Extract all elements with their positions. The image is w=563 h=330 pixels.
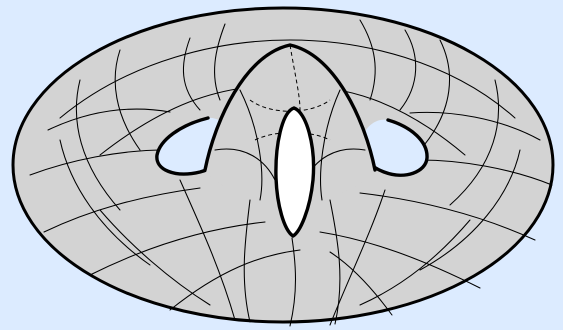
diagram-canvas [0,0,563,330]
torus-diagram [0,0,563,330]
